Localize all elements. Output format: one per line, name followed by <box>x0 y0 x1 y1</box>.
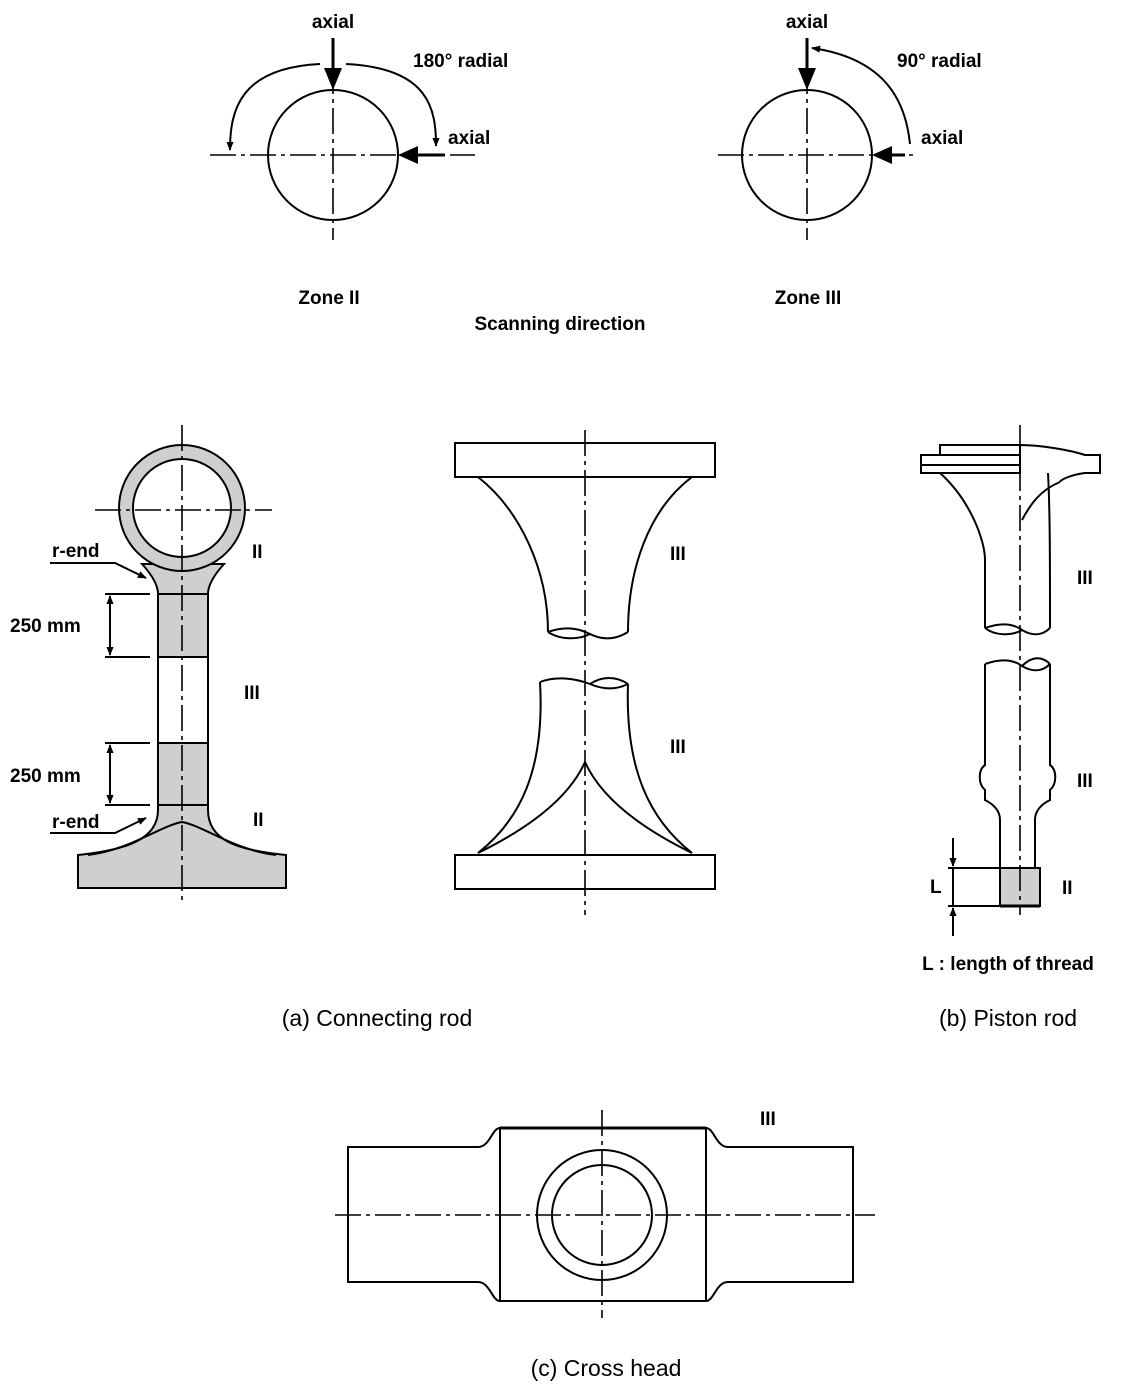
label-zone: Zone II <box>298 288 359 309</box>
label-axial-top: axial <box>786 12 828 33</box>
dimension-250-bottom: 250 mm <box>10 766 81 787</box>
piston-rod-head <box>920 444 1021 474</box>
scan-zone-2: axial 180° radial axial Zone II <box>210 12 508 309</box>
zone-label: III <box>760 1109 776 1130</box>
zone-label-lower: III <box>1077 771 1093 792</box>
lower-break <box>539 677 629 690</box>
scanning-direction-caption: Scanning direction <box>474 314 645 335</box>
connecting-rod-shaded: r-end r-end 250 mm 250 mm II III II <box>10 425 287 905</box>
piston-rod-lower-break <box>984 659 1051 672</box>
scan-zone-3: axial 90° radial axial Zone III <box>718 12 982 309</box>
zone-label-upper: III <box>670 544 686 565</box>
radial-180-arrow <box>345 63 440 147</box>
r-end-label-bottom: r-end <box>52 812 100 833</box>
zone-label-shank: III <box>244 683 260 704</box>
r-end-label-top: r-end <box>52 541 100 562</box>
zone-label-foot: II <box>253 810 264 831</box>
connecting-rod-elevation: III III <box>454 430 716 915</box>
zone-label-thread: II <box>1062 878 1073 899</box>
caption-cross-head: (c) Cross head <box>531 1355 682 1381</box>
shank-zone-3-section <box>159 657 207 743</box>
label-axial-side: axial <box>448 128 490 149</box>
zone-label-eye: II <box>252 542 263 563</box>
zone-label-lower: III <box>670 737 686 758</box>
label-axial-top: axial <box>312 12 354 33</box>
piston-rod: L III III II L : length of thread <box>920 425 1101 975</box>
label-radial: 90° radial <box>897 51 982 72</box>
cross-head-outline <box>347 1127 854 1302</box>
cross-head: III <box>335 1109 875 1318</box>
zone-label-upper: III <box>1077 568 1093 589</box>
thread-length-symbol: L <box>930 877 942 898</box>
caption-piston-rod: (b) Piston rod <box>939 1005 1077 1031</box>
thread-length-note: L : length of thread <box>922 954 1094 975</box>
radial-90-arrow <box>811 45 911 145</box>
caption-connecting-rod: (a) Connecting rod <box>282 1005 473 1031</box>
dimension-250-top: 250 mm <box>10 616 81 637</box>
label-zone: Zone III <box>775 288 842 309</box>
label-axial-side: axial <box>921 128 963 149</box>
label-radial: 180° radial <box>413 51 508 72</box>
